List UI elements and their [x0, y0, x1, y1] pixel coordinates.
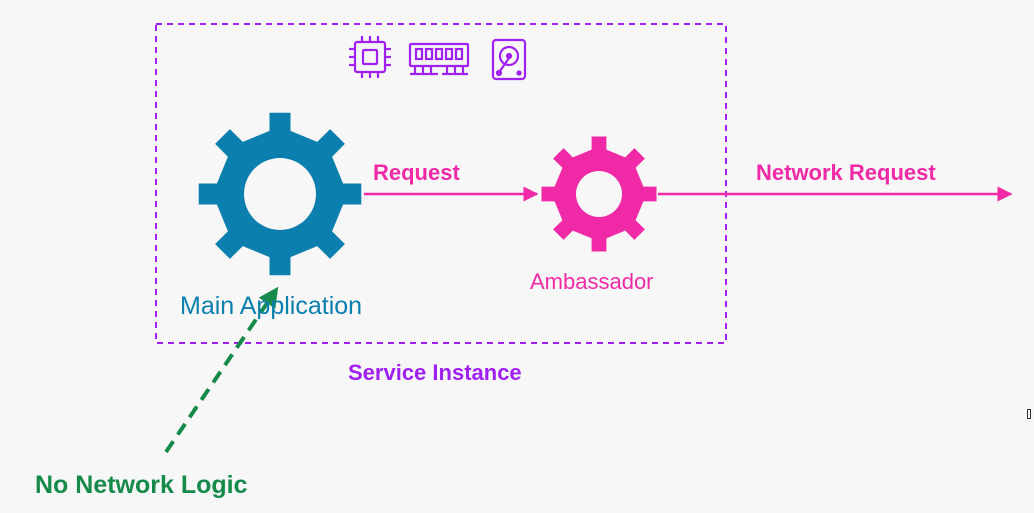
ambassador-label: Ambassador [530, 269, 654, 294]
main-application-label: Main Application [180, 292, 363, 320]
service-instance-container [155, 23, 727, 344]
network-request-label: Network Request [756, 160, 936, 185]
no-network-logic-label: No Network Logic [35, 471, 248, 499]
main-application-gear-icon [198, 112, 362, 276]
ram-icon [408, 42, 470, 76]
cpu-icon [349, 36, 391, 78]
gear-shape [198, 112, 362, 276]
request-label: Request [373, 160, 460, 185]
hard-drive-icon [491, 38, 527, 81]
gear-shape [541, 136, 657, 252]
ambassador-gear-icon [541, 136, 657, 252]
edge-marker [1027, 409, 1031, 419]
service-instance-label: Service Instance [348, 360, 522, 385]
annotation-arrow [164, 286, 279, 454]
